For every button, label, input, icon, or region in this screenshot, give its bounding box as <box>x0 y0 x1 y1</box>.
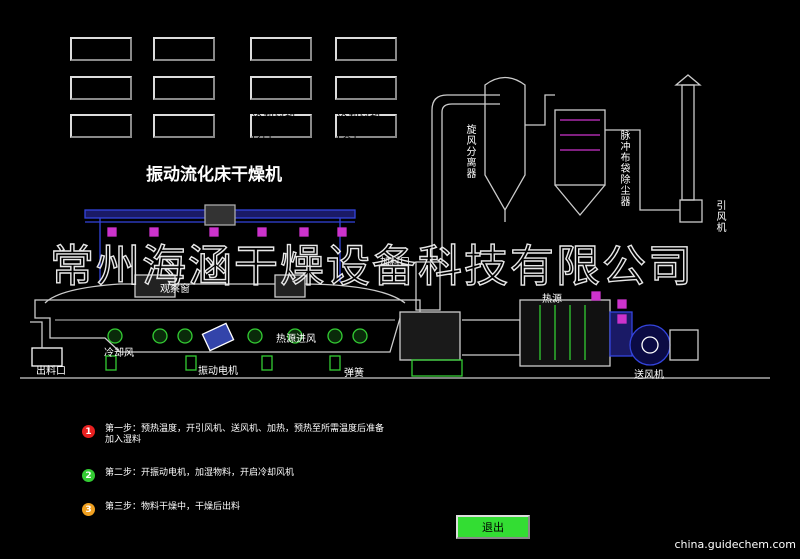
step-1-number-icon: 1 <box>82 425 95 438</box>
blower-off-button[interactable]: 送风机[关] <box>153 76 215 100</box>
company-watermark: 常州海涵干燥设备科技有限公司 <box>49 240 694 292</box>
spring-label: 弹簧 <box>344 368 364 379</box>
discharge-port-label: 出料口 <box>36 366 66 377</box>
process-diagram <box>20 74 770 379</box>
step-1-text: 第一步：预热温度，开引风机、送风机、加热，预热至所需温度后准备加入湿料 <box>105 424 385 445</box>
hot-air-inlet-label: 热源进风 <box>276 334 316 345</box>
feed-on-button[interactable]: 加料[开] <box>250 76 312 100</box>
step-1: 1 第一步：预热温度，开引风机、送风机、加热，预热至所需温度后准备加入湿料 <box>82 424 385 446</box>
cyclone-label: 旋风分离器 <box>464 124 475 179</box>
machine-title: 振动流化床干燥机 <box>146 165 282 185</box>
step-3-number-icon: 3 <box>82 503 95 516</box>
feed-off-button[interactable]: 加料[关] <box>335 76 397 100</box>
cooling-air-label: 冷却风 <box>104 348 134 359</box>
bag-filter-label: 脉冲布袋除尘器 <box>618 130 629 207</box>
heat-source-label: 热源 <box>542 294 562 305</box>
heating-on-button[interactable]: 加热[开] <box>70 114 132 138</box>
source-url: china.guidechem.com <box>674 538 796 551</box>
step-2-text: 第二步：开振动电机，加湿物料，开启冷却风机 <box>105 468 295 478</box>
blower-label: 送风机 <box>634 370 664 381</box>
vibrator-off-button[interactable]: 振动机[关] <box>335 37 397 61</box>
step-2: 2 第二步：开振动电机，加湿物料，开启冷却风机 <box>82 468 385 482</box>
cooling-fan-on-button[interactable]: 冷却风机[开] <box>250 112 312 141</box>
blower-on-button[interactable]: 送风机[开] <box>70 76 132 100</box>
observation-window-label: 观察窗 <box>160 284 190 295</box>
step-3: 3 第三步：物料干燥中，干燥后出料 <box>82 502 385 516</box>
exit-button[interactable]: 退出 <box>456 515 530 539</box>
induced-fan-on-button[interactable]: 引风机[开] <box>70 37 132 61</box>
induced-fan-label: 引风机 <box>714 200 725 233</box>
step-3-text: 第三步：物料干燥中，干燥后出料 <box>105 502 241 512</box>
cooling-fan-off-button[interactable]: 冷却风机[关] <box>335 112 397 141</box>
vibrator-on-button[interactable]: 振动机[开] <box>250 37 312 61</box>
induced-fan-off-button[interactable]: 引风机[关] <box>153 37 215 61</box>
vibration-motor-label: 振动电机 <box>198 366 238 377</box>
feed-port-label: 加料口 <box>380 257 410 268</box>
heating-off-button[interactable]: 加热[关] <box>153 114 215 138</box>
step-2-number-icon: 2 <box>82 469 95 482</box>
